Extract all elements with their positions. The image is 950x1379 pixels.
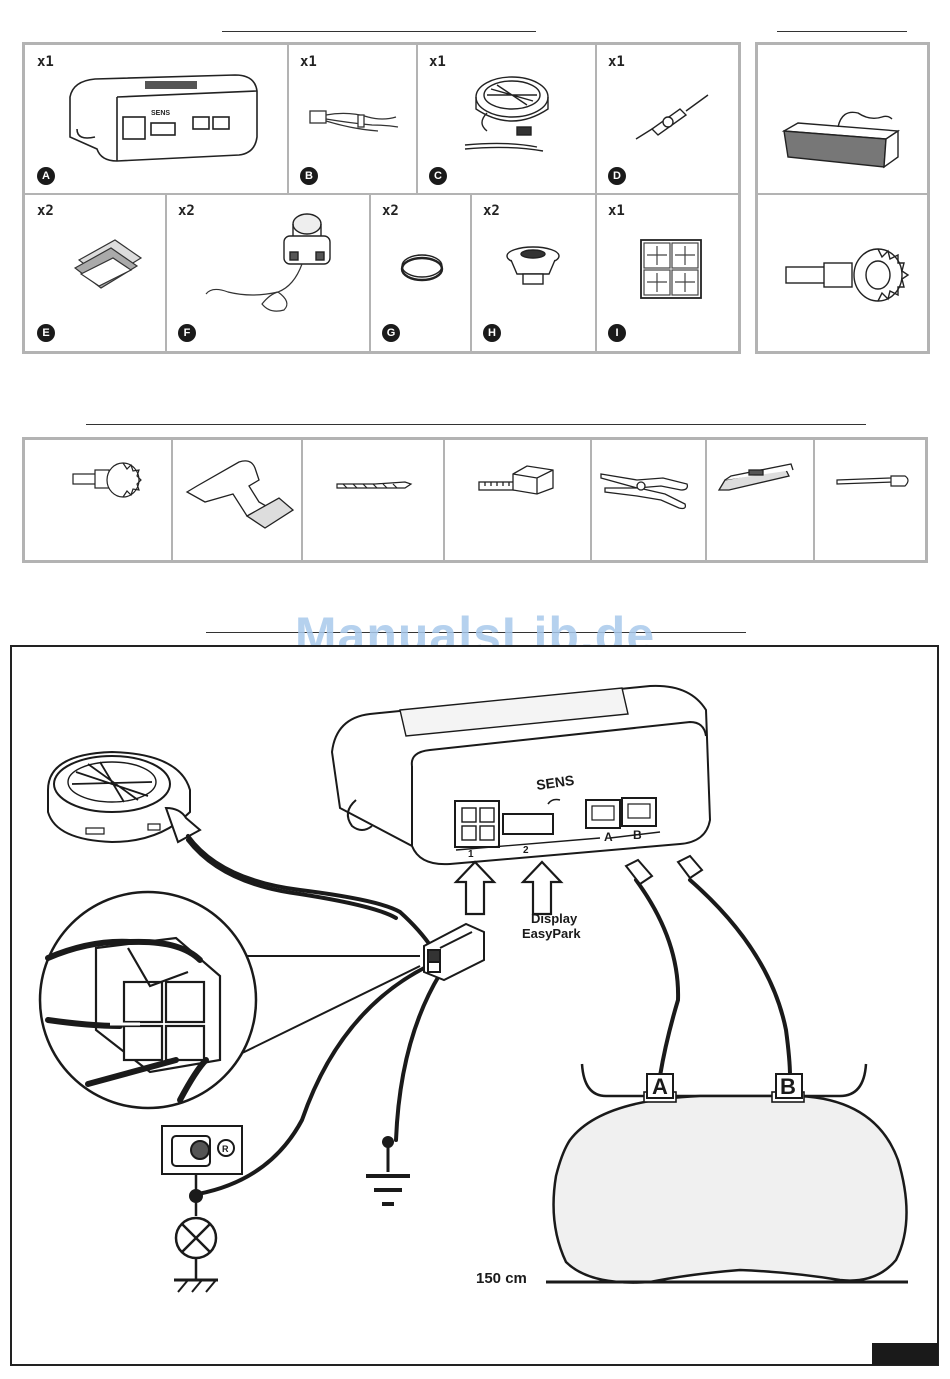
speaker-icon: [48, 752, 200, 842]
reverse-gear-switch-icon: [162, 1126, 242, 1174]
port-2-label: 2: [523, 845, 529, 856]
port-b-label: B: [633, 828, 642, 842]
arrow-up-icon: [456, 862, 494, 914]
sensor-b-label: B: [780, 1074, 796, 1099]
control-unit-icon: [332, 686, 710, 864]
sensor-label-box: [647, 1074, 802, 1098]
port-1-label: 1: [468, 849, 474, 860]
reverse-label: R: [222, 1144, 229, 1154]
connector-detail-zoom: [40, 892, 420, 1108]
easypark-label: EasyPark: [522, 926, 581, 941]
distance-label: 150 cm: [476, 1270, 527, 1287]
rear-bumper-icon: [554, 1064, 907, 1283]
page-tab: [872, 1343, 938, 1365]
sensor-a-label: A: [652, 1074, 668, 1099]
display-label: Display: [531, 911, 578, 926]
arrow-up-icon: [523, 862, 561, 914]
ground-icon: [366, 1136, 410, 1204]
wire-connector-icon: [424, 924, 484, 980]
port-a-label: A: [604, 830, 613, 844]
